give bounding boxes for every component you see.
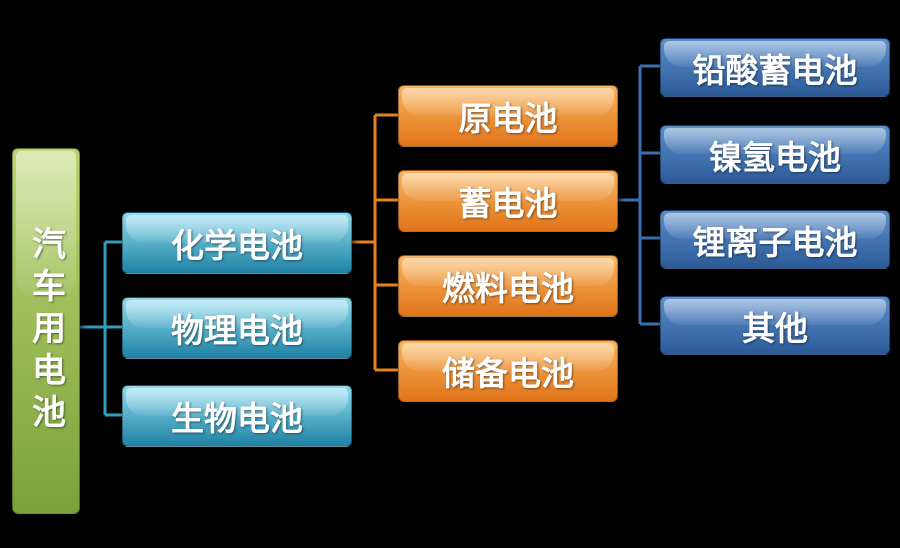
node-biological-battery: 生物电池 (122, 385, 352, 447)
node-other-battery: 其他 (660, 296, 890, 355)
node-label: 储备电池 (442, 355, 574, 392)
node-label: 燃料电池 (442, 270, 574, 307)
connector-chemical-to-level2 (350, 113, 398, 372)
node-label: 镍氢电池 (709, 138, 841, 176)
connector-root-to-level1 (78, 240, 122, 417)
node-chemical-battery: 化学电池 (122, 212, 352, 274)
node-lithium-ion-battery: 锂离子电池 (660, 210, 890, 269)
node-fuel-cell-battery: 燃料电池 (398, 255, 618, 317)
node-label: 原电池 (458, 100, 558, 137)
node-label: 物理电池 (171, 312, 303, 349)
node-label: 铅酸蓄电池 (692, 51, 858, 89)
node-primary-battery: 原电池 (398, 85, 618, 147)
node-nickel-hydrogen-battery: 镍氢电池 (660, 125, 890, 184)
node-storage-battery: 蓄电池 (398, 170, 618, 232)
node-label: 生物电池 (171, 400, 303, 437)
node-label: 锂离子电池 (692, 223, 858, 261)
node-label: 化学电池 (171, 227, 303, 264)
node-physical-battery: 物理电池 (122, 297, 352, 359)
node-label: 汽车用电池 (26, 226, 65, 436)
root-node-automotive-battery: 汽车用电池 (12, 148, 80, 514)
node-lead-acid-battery: 铅酸蓄电池 (660, 38, 890, 97)
node-label: 蓄电池 (458, 185, 558, 222)
connector-storage-to-level3 (616, 64, 660, 326)
node-reserve-battery: 储备电池 (398, 340, 618, 402)
node-label: 其他 (742, 309, 808, 347)
